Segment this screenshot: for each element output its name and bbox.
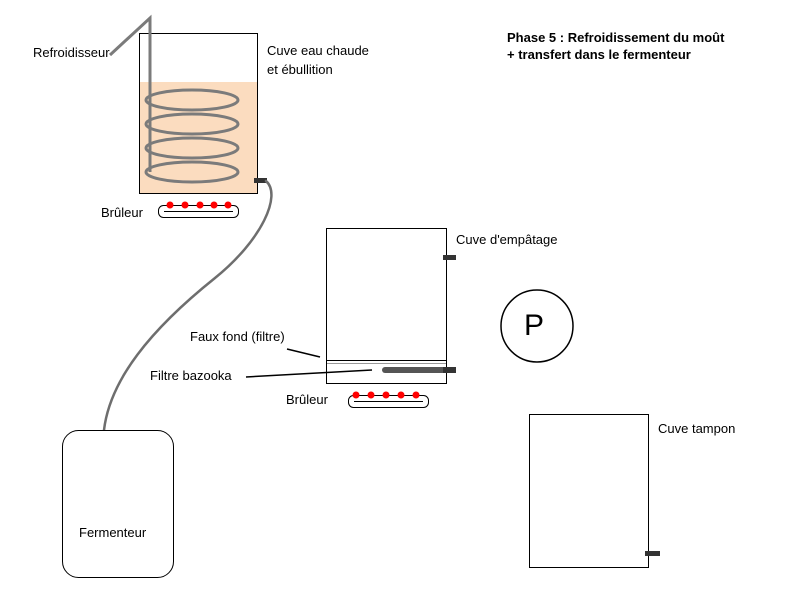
coil-turn-2 (144, 112, 240, 136)
fermenter-outline (62, 430, 174, 578)
mash-tun-valve-top (443, 255, 456, 260)
title-line-1: Phase 5 : Refroidissement du moût (507, 30, 725, 45)
burner-bottom-label: Brûleur (286, 392, 328, 407)
diagram-title: Phase 5 : Refroidissement du moût + tran… (507, 29, 724, 63)
bazooka-leader (245, 369, 373, 378)
hot-water-tank-outline (139, 33, 258, 194)
bazooka-filter-tube (382, 367, 446, 373)
flame (181, 201, 189, 209)
mash-tun-label: Cuve d'empâtage (456, 232, 558, 247)
fermenter-label: Fermenteur (79, 525, 147, 540)
burner-top (158, 201, 239, 218)
buffer-tank-valve (645, 551, 660, 556)
cooler-coil (108, 14, 240, 184)
flame (224, 201, 232, 209)
flame (196, 201, 204, 209)
flame (367, 391, 375, 399)
false-bottom-label: Faux fond (filtre) (190, 329, 285, 344)
coil-turn-4 (144, 160, 240, 184)
mash-tun-valve-bottom (443, 367, 456, 373)
buffer-tank (529, 414, 660, 568)
pump-label: P (524, 309, 545, 342)
flame (166, 201, 174, 209)
flame (210, 201, 218, 209)
mash-tun (326, 228, 456, 384)
hot-tank-valve (254, 178, 267, 183)
buffer-tank-outline (529, 414, 649, 568)
title-line-2: + transfert dans le fermenteur (507, 47, 691, 62)
burner-bottom (348, 391, 429, 408)
buffer-tank-label: Cuve tampon (658, 421, 736, 436)
mash-tun-outline (326, 228, 447, 384)
bazooka-filter-label: Filtre bazooka (150, 368, 232, 383)
hot-water-tank-label-line-1: Cuve eau chaude (267, 43, 369, 58)
burner-top-label: Brûleur (101, 205, 143, 220)
pump-circle (500, 289, 574, 363)
flame (352, 391, 360, 399)
coil-turn-1 (144, 88, 240, 112)
flame (397, 391, 405, 399)
hot-water-tank-label-line-2: et ébullition (267, 62, 333, 77)
cooler-label: Refroidisseur (33, 45, 110, 60)
false-bottom-leader (286, 348, 321, 358)
flame (412, 391, 420, 399)
coil-turn-3 (144, 136, 240, 160)
flame (382, 391, 390, 399)
